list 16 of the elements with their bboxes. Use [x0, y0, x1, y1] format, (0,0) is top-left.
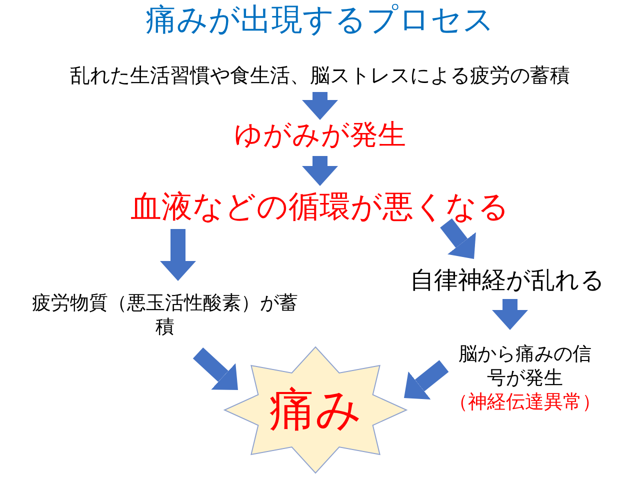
step-text: 自律神経が乱れる — [410, 265, 605, 295]
step-text: （神経伝達異常） — [449, 390, 601, 415]
step-text: 乱れた生活習慣や食生活、脳ストレスによる疲労の蓄積 — [70, 62, 570, 88]
block-arrow — [302, 156, 338, 186]
step-text: 脳から痛みの信号が発生 — [458, 343, 592, 391]
step-text: ゆがみが発生 — [234, 116, 406, 152]
block-arrow — [404, 360, 449, 400]
step-text: 血液などの循環が悪くなる — [130, 188, 510, 226]
title: 痛みが出現するプロセス — [144, 2, 496, 40]
block-arrow — [440, 218, 476, 259]
block-arrow — [302, 92, 338, 120]
block-arrow — [192, 348, 238, 390]
block-arrow — [160, 229, 196, 281]
block-arrow — [492, 299, 528, 330]
pain-text: 痛み — [269, 381, 362, 438]
step-text: 疲労物質（悪玉活性酸素）が蓄積 — [31, 292, 299, 340]
